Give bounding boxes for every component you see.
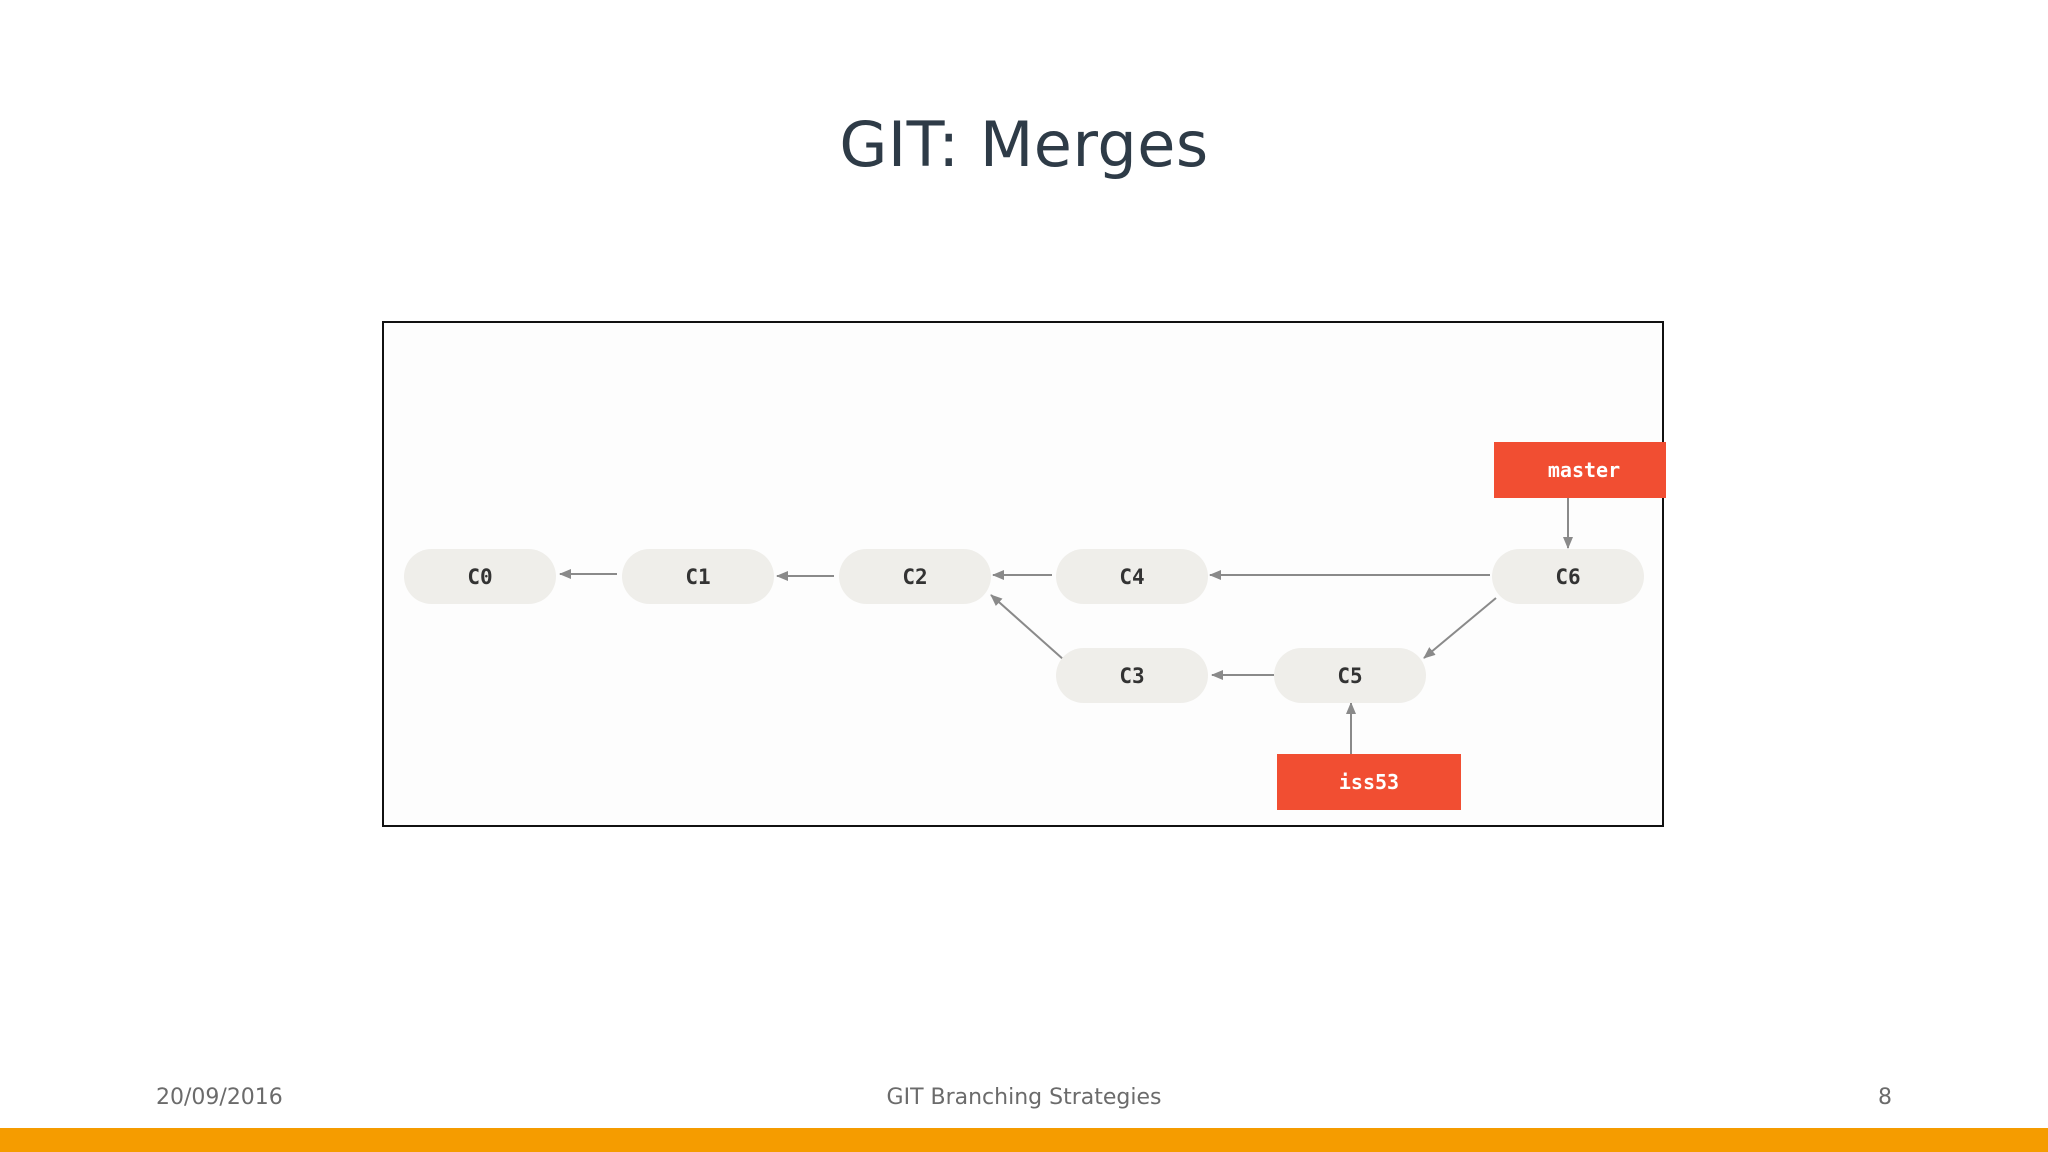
merge-diagram: C0 C1 C2 C4 C6 C3 [382, 321, 1666, 827]
branch-iss53: iss53 [1277, 754, 1461, 810]
commit-c1: C1 [622, 549, 774, 604]
commit-c6-label: C6 [1555, 565, 1580, 589]
commit-c6: C6 [1492, 549, 1644, 604]
link-c6-c5 [1423, 597, 1497, 659]
branch-master: master [1494, 442, 1666, 498]
link-c3-c2 [990, 594, 1065, 661]
commit-c3-label: C3 [1119, 664, 1144, 688]
footer-date: 20/09/2016 [156, 1085, 283, 1110]
merge-diagram-canvas: C0 C1 C2 C4 C6 C3 [404, 442, 1666, 810]
commit-c3: C3 [1056, 648, 1208, 703]
slide-title: GIT: Merges [839, 108, 1209, 181]
commit-c1-label: C1 [685, 565, 710, 589]
commit-c0: C0 [404, 549, 556, 604]
commit-c2-label: C2 [902, 565, 927, 589]
footer-page-number: 8 [1878, 1085, 1892, 1110]
commit-c5-label: C5 [1337, 664, 1362, 688]
commit-c4: C4 [1056, 549, 1208, 604]
footer-title: GIT Branching Strategies [886, 1085, 1162, 1110]
accent-bar [0, 1128, 2048, 1152]
commit-c0-label: C0 [467, 565, 492, 589]
commit-c4-label: C4 [1119, 565, 1144, 589]
commit-c5: C5 [1274, 648, 1426, 703]
commit-c2: C2 [839, 549, 991, 604]
branch-iss53-label: iss53 [1339, 770, 1399, 794]
branch-master-label: master [1548, 458, 1620, 482]
